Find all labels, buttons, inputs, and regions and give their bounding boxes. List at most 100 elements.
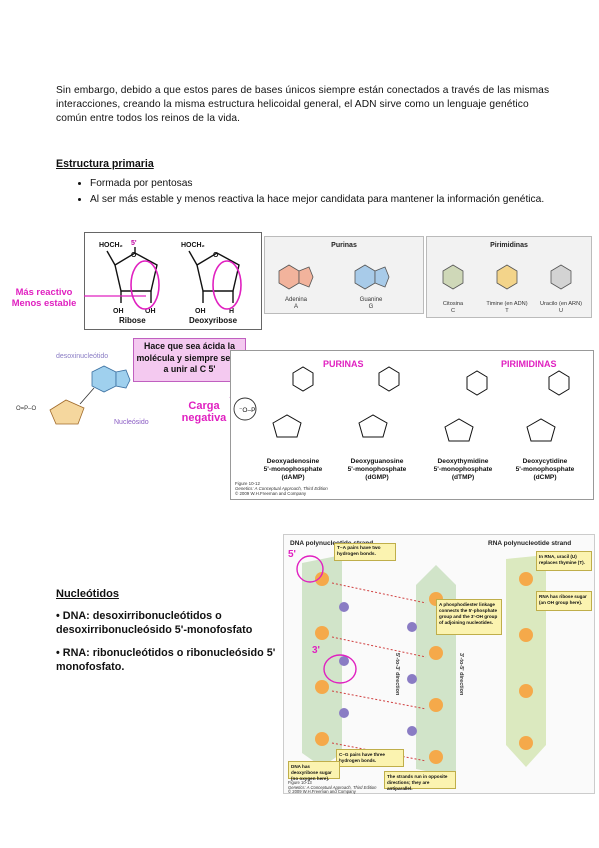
deoxyribose-structure [188,250,240,303]
ribose-label: Ribose [119,316,146,325]
guanine-letter: G [369,304,374,310]
reactivity-arrow [84,295,146,297]
sugar-ring-icon [49,399,85,425]
deoxynucleotides-figure: PURINAS PIRIMIDINAS ⁻O–P Deoxyadenosine … [230,350,594,500]
svg-text:OH: OH [195,308,206,315]
negative-charge-line1: Carga [188,400,220,412]
cytosine-ring [442,264,464,290]
adenine-ring-2 [298,266,314,288]
uracil-callout: In RNA, uracil (U) replaces thymine (T). [536,551,592,571]
dtmp-name-2: 5'-monophosphate [434,466,493,473]
strand-figure-copyright: © 2009 W.H.Freeman and Company [288,789,356,795]
thymine-ring [496,264,518,290]
bullet-item: Al ser más estable y menos reactiva la h… [90,193,580,207]
guanine-ring [354,264,376,290]
negative-charge-line2: negativa [181,412,227,424]
hydrogen-bonds [331,582,427,762]
reactivity-annotation-line2: Menos estable [11,297,77,308]
sugar-figure: HOCH₂ 5' O OH OH Ribose HOCH₂ O OH H Deo… [84,232,262,330]
purines-figure: Purinas Adenina A Guanine G [264,236,424,314]
deoxynucleotides-drawing: PURINAS PIRIMIDINAS ⁻O–P Deoxyadenosine … [233,359,575,496]
nucleotide-structures [272,366,570,442]
negative-charge-label: Carga negativa [168,400,240,424]
five-prime-circle [296,555,324,583]
phosphodiester-callout: A phosphodiester linkage connects the 5'… [436,599,502,635]
damp-name: Deoxyadenosine [267,458,320,465]
adenine-label: Adenina [285,297,308,303]
rna-strand-arrow [506,555,546,767]
cg-pairs-callout: C–G pairs have three hydrogen bonds. [336,749,404,767]
three-prime-label: 3' [312,645,320,656]
reactivity-annotation-line1: Más reactivo [15,286,73,297]
sugar-structures-drawing: HOCH₂ 5' O OH OH Ribose HOCH₂ O OH H Deo… [99,240,242,325]
direction-right: 3'-to-5' direction [458,653,464,696]
damp-abbr: (dAMP) [281,474,304,481]
cytosine-letter: C [451,308,455,314]
direction-left: 5'-to-3' direction [394,653,400,696]
deoxyribose-label: Deoxyribose [189,316,238,325]
svg-text:OH: OH [145,308,156,315]
acid-note-box: Hace que sea ácida la molécula y siempre… [133,338,246,382]
dgmp-name-2: 5'-monophosphate [348,466,407,473]
svg-text:H: H [229,308,234,315]
thymine-label: Timine (en ADN) [486,301,527,307]
dcmp-name: Deoxycytidine [523,458,568,465]
uracil-letter: U [559,308,563,314]
pyrimidines-title: Pirimidinas [490,242,528,249]
svg-text:HOCH₂: HOCH₂ [181,242,205,249]
reactivity-annotation: Más reactivo Menos estable [0,286,88,308]
bullet-item: Formada por pentosas [90,177,580,191]
thymine-letter: T [505,308,509,314]
purines-drawing: Purinas Adenina A Guanine G [278,242,390,310]
damp-name-2: 5'-monophosphate [264,466,323,473]
pirimidinas-label: PIRIMIDINAS [501,359,557,369]
svg-text:O: O [213,252,219,259]
nucleosido-label: Nucleósido [114,419,149,426]
nucleotide-schematic: desoxinucleótido O=P–O Nucleósido [16,353,149,426]
polynucleotide-strand-drawing: DNA polynucleotide strand RNA polynucleo… [288,540,571,777]
purinas-label: PURINAS [323,359,364,369]
dcmp-abbr: (dCMP) [533,474,556,481]
phosphate-circle [233,397,257,421]
dna-strand-arrow [302,555,342,767]
section-title-primary-structure: Estructura primaria [56,158,154,170]
base-ring-icon [91,365,117,393]
rna-nucleotides-text: • RNA: ribonucleótidos o ribonucleósido … [56,647,276,673]
section-title-nucleotides: Nucleótidos [56,588,119,600]
svg-text:O: O [131,252,137,259]
uracil-label: Uracilo (en ARN) [540,301,582,307]
deoxyribose-highlight-circle [212,260,242,310]
pyrimidines-drawing: Pirimidinas Citosina C Timine (en ADN) T… [442,242,582,314]
dgmp-abbr: (dGMP) [365,474,388,481]
primary-structure-list: Formada por pentosas Al ser más estable … [56,177,580,208]
svg-text:⁻O–P: ⁻O–P [239,407,255,414]
five-prime-label: 5' [288,549,296,560]
guanine-label: Guanine [360,297,383,303]
svg-text:OH: OH [113,308,124,315]
uracil-ring [550,264,572,290]
figure-caption: Figure 10-12 [235,481,260,486]
intro-paragraph: Sin embargo, debido a que estos pares de… [56,85,550,125]
adenine-ring [278,264,300,290]
guanine-ring-2 [374,266,390,288]
svg-text:HOCH₂: HOCH₂ [99,242,123,249]
svg-text:O=P–O: O=P–O [16,406,37,412]
base-ring-2-icon [115,369,131,389]
ribose-structure [106,247,158,303]
dtmp-abbr: (dTMP) [452,474,474,481]
ribose-highlight-circle [130,260,160,310]
dgmp-name: Deoxyguanosine [351,458,404,465]
figure-source: Genetics: A Conceptual Approach, Third E… [235,486,328,491]
deoxyribose-callout: DNA has deoxyribose sugar (no oxygen her… [288,761,340,781]
desoxinucleotido-label: desoxinucleótido [56,353,108,360]
adenine-letter: A [294,304,298,310]
three-prime-circle [323,654,357,684]
dcmp-name-2: 5'-monophosphate [516,466,575,473]
pyrimidines-figure: Pirimidinas Citosina C Timine (en ADN) T… [426,236,592,318]
polynucleotide-strand-figure: DNA polynucleotide strand RNA polynucleo… [283,534,595,794]
antiparallel-callout: The strands run in opposite directions; … [384,771,456,791]
dna-strand-title: DNA polynucleotide strand [290,540,373,547]
strand-figure-source: Genetics: A Conceptual Approach, Third E… [288,784,377,790]
rna-strand-title: RNA polynucleotide strand [488,540,571,547]
strand-figure-caption: Figure 10-13 [288,780,312,785]
